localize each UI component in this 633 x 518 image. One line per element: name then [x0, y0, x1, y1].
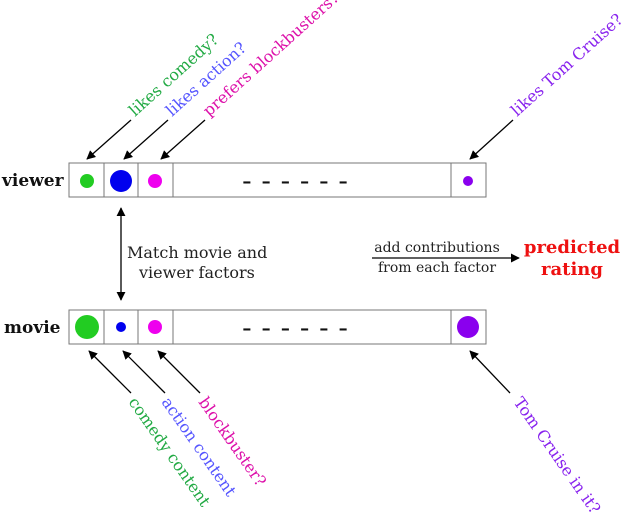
movie-tom-cruise-dot [457, 316, 479, 338]
combine-text-line2: from each factor [378, 260, 496, 276]
movie-vector [68, 309, 487, 345]
viewer-comedy-dot [80, 174, 94, 188]
viewer-blockbuster-dot [148, 174, 162, 188]
movie-row-label: movie [4, 318, 61, 338]
viewer-tom-cruise-dot [463, 176, 473, 186]
viewer-vector [68, 162, 487, 198]
movie-ellipsis: – – – – – – [242, 318, 349, 339]
match-text-line2: viewer factors [138, 263, 255, 282]
viewer-tom-cruise-annotation: likes Tom Cruise? [507, 10, 626, 120]
viewer-comedy-arrow [86, 119, 132, 160]
viewer-action-arrow [123, 119, 169, 160]
match-text-line1: Match movie and [127, 243, 267, 262]
viewer-row-label: viewer [1, 171, 65, 191]
movie-tom-cruise-arrow [469, 350, 511, 394]
movie-blockbuster-dot [148, 320, 162, 334]
movie-action-dot [116, 322, 126, 332]
movie-action-arrow [122, 350, 166, 394]
combine-text-line1: add contributions [374, 240, 500, 256]
viewer-ellipsis: – – – – – – [242, 171, 349, 192]
viewer-action-dot [110, 170, 132, 192]
viewer-tom-cruise-arrow [469, 119, 514, 160]
predicted-label-line1: predicted [524, 237, 621, 258]
movie-comedy-arrow [88, 350, 132, 394]
viewer-blockbuster-arrow [160, 119, 206, 160]
predicted-label-line2: rating [541, 259, 603, 280]
movie-tom-cruise-annotation: Tom Cruise in it? [510, 393, 605, 517]
movie-comedy-dot [75, 315, 99, 339]
movie-blockbuster-arrow [157, 350, 201, 394]
